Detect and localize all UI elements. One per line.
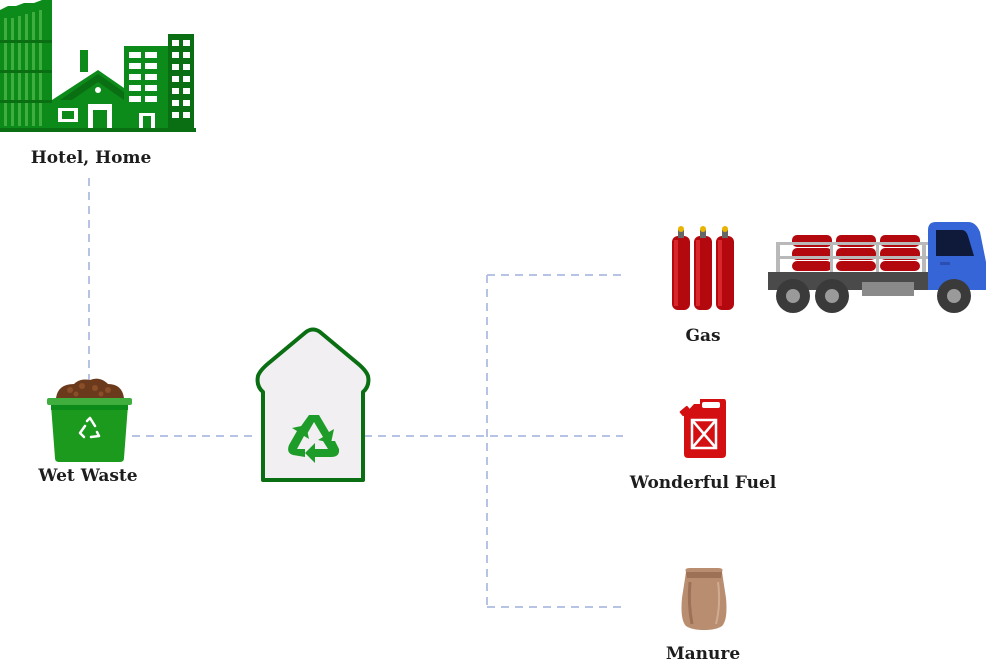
hotel-home-label: Hotel, Home — [30, 148, 152, 168]
fuel-can-icon — [679, 399, 726, 458]
manure-label: Manure — [665, 644, 741, 664]
wonderful-fuel-label: Wonderful Fuel — [629, 473, 777, 493]
recycling-plant-icon — [255, 327, 371, 482]
gas-cylinders-icon — [672, 226, 734, 310]
connector-lines — [88, 178, 623, 608]
manure-sack-icon — [681, 568, 727, 630]
wet-waste-label: Wet Waste — [38, 466, 138, 486]
truck-icon — [768, 222, 986, 313]
city-buildings-icon — [0, 0, 196, 132]
recycle-bin-icon — [47, 378, 132, 462]
gas-label: Gas — [685, 326, 721, 346]
